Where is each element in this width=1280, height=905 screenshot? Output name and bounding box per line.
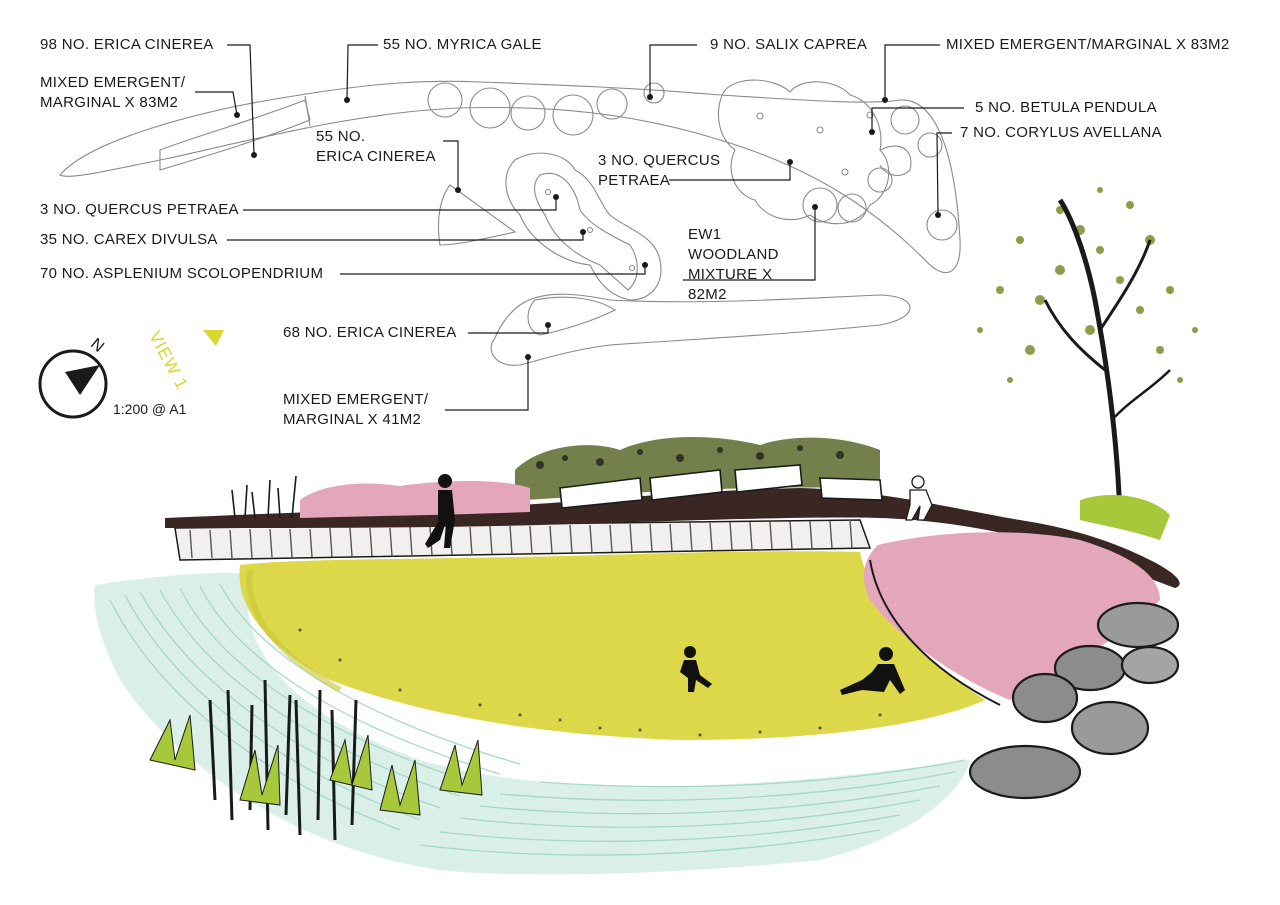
leader-dots	[234, 94, 941, 360]
pink-heather-right	[863, 532, 1160, 700]
foreground-reeds	[208, 679, 358, 841]
label-myrica: 55 NO. MYRICA GALE	[383, 36, 542, 53]
view-marker-icon	[203, 330, 224, 346]
label-mixed-top-2: MARGINAL X 83M2	[40, 94, 179, 111]
leader-lines	[195, 44, 964, 411]
seated-person	[905, 475, 933, 521]
pink-heather-left	[300, 481, 530, 518]
label-ew1-1: EW1	[688, 226, 722, 243]
boardwalk	[174, 519, 872, 561]
foreground-grass	[149, 714, 483, 816]
label-salix: 9 NO. SALIX CAPREA	[710, 36, 868, 53]
label-betula: 5 NO. BETULA PENDULA	[975, 99, 1157, 116]
label-ew1-3: MIXTURE X	[688, 266, 773, 283]
scale-text: 1:200 @ A1	[113, 401, 187, 417]
woodland-cluster	[717, 79, 890, 225]
lower-bed	[490, 293, 911, 366]
lawn	[239, 551, 985, 740]
label-erica-mid-2: ERICA CINEREA	[316, 148, 436, 165]
label-erica-mid-1: 55 NO.	[316, 128, 366, 145]
label-carex: 35 NO. CAREX DIVULSA	[40, 231, 218, 248]
people	[425, 474, 905, 695]
label-asplenium: 70 NO. ASPLENIUM SCOLOPENDRIUM	[40, 265, 324, 282]
middle-cluster	[505, 152, 662, 301]
planting-plan	[59, 79, 961, 366]
label-mixed-top-1: MIXED EMERGENT/	[40, 74, 186, 91]
label-corylus: 7 NO. CORYLUS AVELLANA	[960, 124, 1162, 141]
label-mixed-low-2: MARGINAL X 41M2	[283, 411, 422, 428]
benches	[559, 464, 883, 509]
middle-bed-left	[437, 184, 517, 246]
label-ew1-4: 82M2	[688, 286, 727, 303]
label-mixed-low-1: MIXED EMERGENT/	[283, 391, 429, 408]
label-ew1-2: WOODLAND	[688, 246, 779, 263]
water-area	[94, 573, 971, 875]
label-quercus-right-1: 3 NO. QUERCUS	[598, 152, 721, 169]
perspective-view	[94, 187, 1198, 875]
label-quercus-right-2: PETRAEA	[598, 172, 671, 189]
label-erica-low: 68 NO. ERICA CINEREA	[283, 324, 457, 341]
inner-bed-left	[159, 99, 311, 171]
tree	[977, 187, 1198, 540]
rocks	[968, 601, 1180, 800]
label-mixed-right: MIXED EMERGENT/MARGINAL X 83M2	[946, 36, 1230, 53]
main-bed-outline	[59, 80, 961, 274]
north-arrow-icon	[38, 349, 108, 419]
label-quercus-left: 3 NO. QUERCUS PETRAEA	[40, 201, 239, 218]
label-erica-top: 98 NO. ERICA CINEREA	[40, 36, 214, 53]
